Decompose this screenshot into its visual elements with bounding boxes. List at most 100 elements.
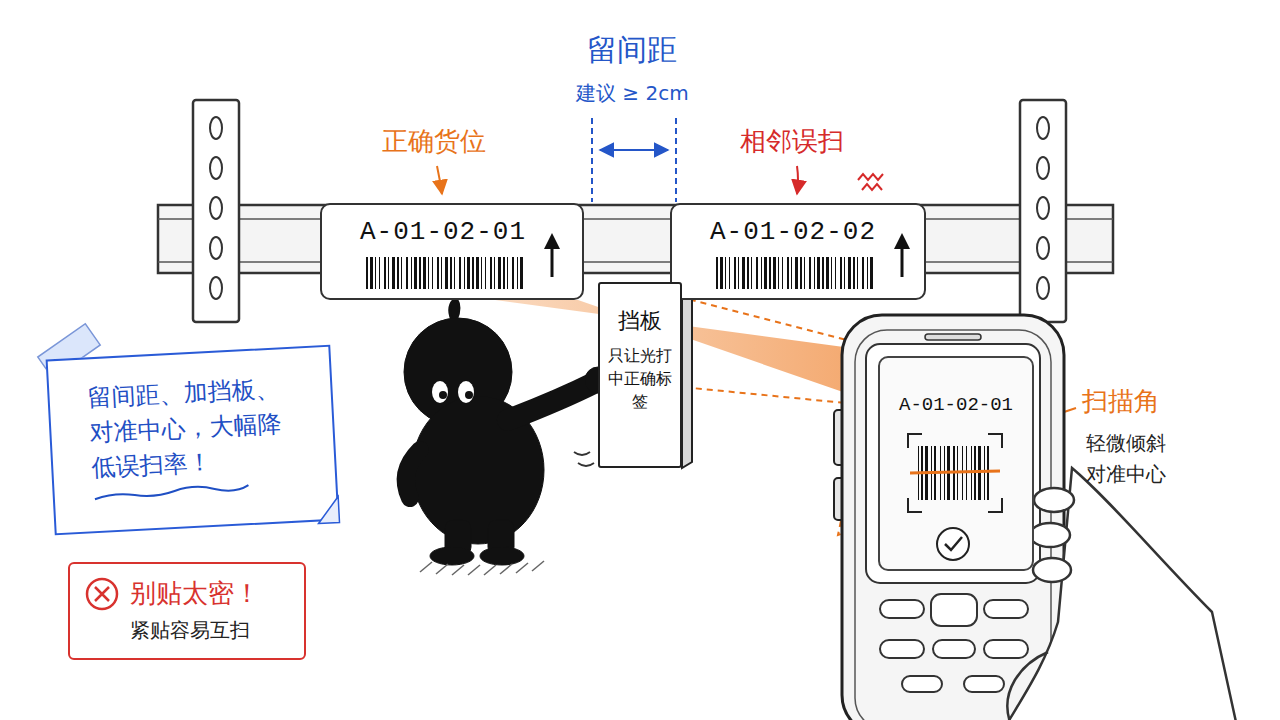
barcode-bar — [870, 257, 873, 289]
barcode-bar — [738, 257, 739, 289]
barcode-bar — [778, 257, 779, 289]
keypad-key — [984, 600, 1028, 618]
up-arrow — [544, 233, 560, 249]
character — [404, 298, 611, 565]
barcode-bar — [987, 446, 989, 500]
underline — [95, 484, 249, 499]
upright-hole — [210, 157, 222, 179]
hand — [1033, 558, 1071, 582]
hand — [1007, 652, 1048, 720]
barcode-bar — [485, 257, 486, 289]
hand — [1007, 468, 1236, 720]
shelf-upright — [193, 100, 239, 322]
upright-hole — [210, 117, 222, 139]
check-mark — [945, 537, 962, 550]
alert-squiggle — [858, 174, 883, 180]
barcode-bar — [414, 257, 417, 289]
barcode-bar — [375, 257, 376, 289]
barcode-bar — [392, 257, 395, 289]
spacing-dimension — [592, 118, 676, 202]
barcode-bar — [388, 257, 389, 289]
barcode-bar — [401, 257, 402, 289]
barcode-bar — [809, 257, 811, 289]
scan-frame — [908, 434, 922, 448]
barcode-bar — [517, 257, 518, 289]
warning-box: 别贴太密！紧贴容易互扫 — [68, 562, 306, 660]
shelf-beam — [158, 218, 1113, 220]
barcode-bar — [844, 257, 845, 289]
keypad-key — [902, 676, 942, 692]
folded-corner — [317, 496, 339, 523]
barcode-bar — [490, 257, 492, 289]
barcode-bar — [848, 257, 851, 289]
spacing-dimension — [675, 118, 677, 202]
upright-hole — [210, 117, 1049, 299]
character — [465, 391, 473, 399]
handheld-scanner — [925, 334, 981, 340]
ground-hatch — [420, 562, 432, 572]
barcode-bar — [751, 257, 752, 289]
scan-frame — [908, 498, 922, 512]
barcode-bar — [423, 257, 426, 289]
barcode-bar — [459, 257, 461, 289]
node-title: A-01-02-01 — [880, 394, 1032, 416]
upright-hole — [1037, 237, 1049, 259]
upright-hole — [1037, 117, 1049, 139]
ground-hatch — [484, 565, 496, 575]
barcode-bar — [450, 257, 452, 289]
barcode-bar — [432, 257, 433, 289]
barcode-bar — [729, 257, 730, 289]
barcode-bar — [804, 257, 805, 289]
barcode-bar — [857, 257, 858, 289]
scan-frame — [988, 498, 1002, 512]
barcode-bar — [481, 257, 482, 289]
barcode-bar — [773, 257, 776, 289]
tip-note: 留间距、加挡板、对准中心，大幅降低误扫率！ — [46, 345, 340, 536]
node-title: 挡板 — [606, 306, 674, 336]
dimension-value: 建议 ≥ 2cm — [576, 80, 689, 107]
barcode-bar — [454, 257, 455, 289]
hand — [1008, 468, 1236, 720]
up-arrow — [894, 233, 910, 249]
hand — [1030, 523, 1070, 547]
shelf-beam — [158, 205, 1113, 273]
upright-hole — [210, 277, 222, 299]
barcode-bar — [716, 257, 718, 289]
callout-label: 相邻误扫 — [740, 124, 844, 159]
node-title: A-01-02-02 — [710, 217, 924, 247]
character — [450, 298, 459, 320]
upright-hole — [1037, 277, 1049, 299]
character — [439, 391, 447, 399]
barcode-bar — [795, 257, 798, 289]
cross-icon — [87, 579, 117, 609]
barcode-bar — [441, 257, 442, 289]
barcode-bar — [734, 257, 736, 289]
spacing-dimension — [591, 118, 593, 202]
upright-hole — [1037, 197, 1049, 219]
cross-icon — [95, 587, 109, 601]
phone-screen: A-01-02-01 — [878, 356, 1034, 571]
handheld-scanner — [866, 344, 1040, 583]
node-title: A-01-02-01 — [360, 217, 582, 247]
barcode-bar — [862, 257, 864, 289]
baffle-side — [682, 280, 692, 468]
barcode-bar — [831, 257, 832, 289]
alert-squiggle — [858, 174, 883, 190]
ground-hatch — [452, 565, 464, 575]
barcode-bar — [507, 257, 508, 289]
barcode-bar — [787, 257, 789, 289]
shelf-beam — [158, 261, 1113, 263]
barcode-bar — [826, 257, 829, 289]
dimension-title: 留间距 — [587, 30, 677, 71]
node-body: 紧贴容易互扫 — [130, 617, 296, 644]
barcode-bar — [769, 257, 771, 289]
barcode-bar — [512, 257, 514, 289]
barcode-bar — [817, 257, 820, 289]
barcode-bar — [867, 257, 868, 289]
barcode-bar — [419, 257, 421, 289]
barcode-bar — [397, 257, 399, 289]
keypad-key — [933, 640, 975, 658]
keypad-key — [880, 600, 924, 618]
character — [406, 450, 420, 498]
